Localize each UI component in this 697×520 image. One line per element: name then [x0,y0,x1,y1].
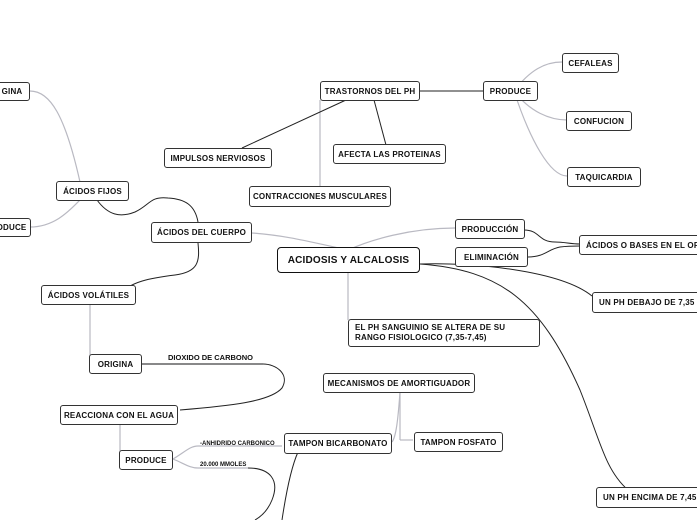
node-ph-encima[interactable]: UN PH ENCIMA DE 7,45 [596,487,697,508]
node-acidos-volatiles[interactable]: ÁCIDOS VOLÁTILES [41,285,136,305]
node-ph-altera[interactable]: EL PH SANGUINIO SE ALTERA DE SU RANGO FI… [348,319,540,347]
node-taquicardia[interactable]: TAQUICARDIA [567,167,641,187]
node-origina[interactable]: ORIGINA [89,354,142,374]
node-produccion[interactable]: PRODUCCIÓN [455,219,525,239]
label-dioxido-carbono: DIOXIDO DE CARBONO [168,353,254,362]
node-produce-left[interactable]: ODUCE [0,218,31,237]
node-trastornos-ph[interactable]: TRASTORNOS DEL PH [320,81,420,101]
node-acidos-bases[interactable]: ÁCIDOS O BASES EN EL ORG [579,235,697,255]
node-impulsos-nerviosos[interactable]: IMPULSOS NERVIOSOS [164,148,272,168]
node-acidos-fijos[interactable]: ÁCIDOS FIJOS [56,181,129,201]
node-eliminacion[interactable]: ELIMINACIÓN [455,247,528,267]
node-cefaleas[interactable]: CEFALEAS [562,53,619,73]
node-contracciones-musculares[interactable]: CONTRACCIONES MUSCULARES [249,186,391,207]
node-tampon-bicarbonato[interactable]: TAMPON BICARBONATO [284,433,392,454]
node-tampon-fosfato[interactable]: TAMPON FOSFATO [414,432,503,452]
node-reacciona-agua[interactable]: REACCIONA CON EL AGUA [60,405,178,425]
node-afecta-proteinas[interactable]: AFECTA LAS PROTEINAS [333,144,446,164]
node-mecanismos-amortiguador[interactable]: MECANISMOS DE AMORTIGUADOR [323,373,475,393]
node-confucion[interactable]: CONFUCION [566,111,632,131]
node-ph-debajo[interactable]: UN PH DEBAJO DE 7,35 [592,292,697,313]
node-produce-bottom[interactable]: PRODUCE [119,450,173,470]
node-produce-top[interactable]: PRODUCE [483,81,538,101]
central-topic[interactable]: ACIDOSIS Y ALCALOSIS [277,247,420,273]
label-mmoles: 20.000 MMOLES [200,462,247,468]
node-origina-left[interactable]: GINA [0,82,30,101]
label-anhidrido: -ANHIDRIDO CARBONICO [200,441,275,447]
node-acidos-cuerpo[interactable]: ÁCIDOS DEL CUERPO [151,222,252,243]
